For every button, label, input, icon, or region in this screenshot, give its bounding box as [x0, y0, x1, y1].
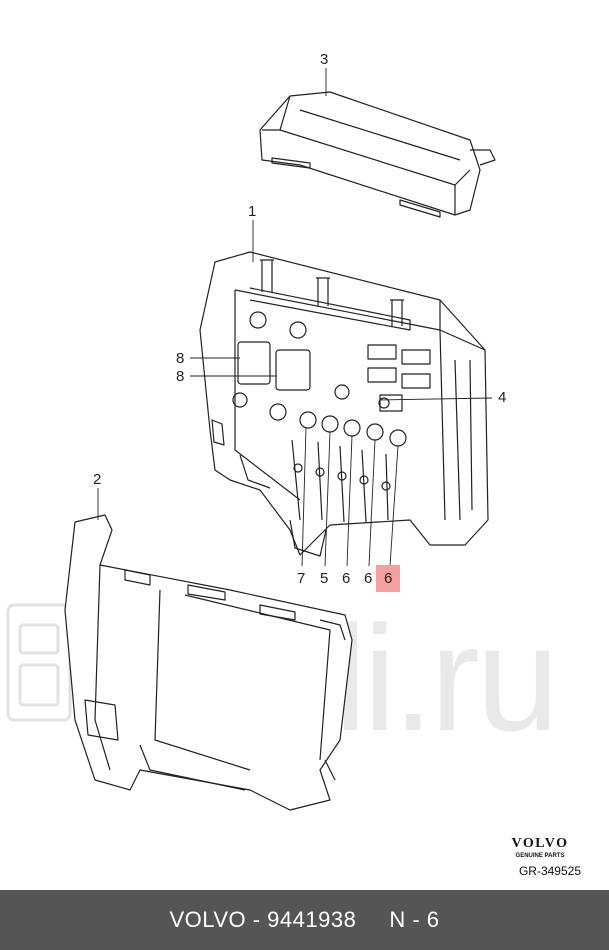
diagram-code: GR-349525 — [518, 864, 581, 878]
footer-bar: VOLVO - 9441938 N - 6 — [0, 890, 609, 950]
callout-part-8-upper: 8 — [176, 350, 185, 367]
part-1-fuse-box — [199, 251, 489, 557]
part-3-cover — [259, 91, 496, 218]
brand-subtitle: GENUINE PARTS — [515, 853, 565, 859]
leader-lines — [97, 68, 493, 567]
callout-part-6-a: 6 — [342, 570, 351, 587]
callout-part-2: 2 — [93, 471, 102, 488]
callout-part-4: 4 — [498, 389, 507, 406]
volvo-genuine-parts-logo: VOLVO GENUINE PARTS — [495, 836, 585, 859]
footer-part-info: VOLVO - 9441938 N - 6 — [169, 907, 440, 932]
brand-logo-text: VOLVO — [511, 836, 569, 851]
callout-part-7: 7 — [297, 570, 306, 587]
callout-part-6-b: 6 — [364, 570, 373, 587]
exploded-parts-diagram — [6, 68, 496, 811]
callout-part-6-highlighted[interactable]: 6 — [376, 565, 401, 592]
callout-part-3: 3 — [320, 51, 329, 68]
part-2-base-tray — [64, 514, 353, 811]
callout-part-1: 1 — [248, 203, 257, 220]
callout-part-8-lower: 8 — [176, 368, 185, 385]
callout-part-5: 5 — [320, 570, 329, 587]
